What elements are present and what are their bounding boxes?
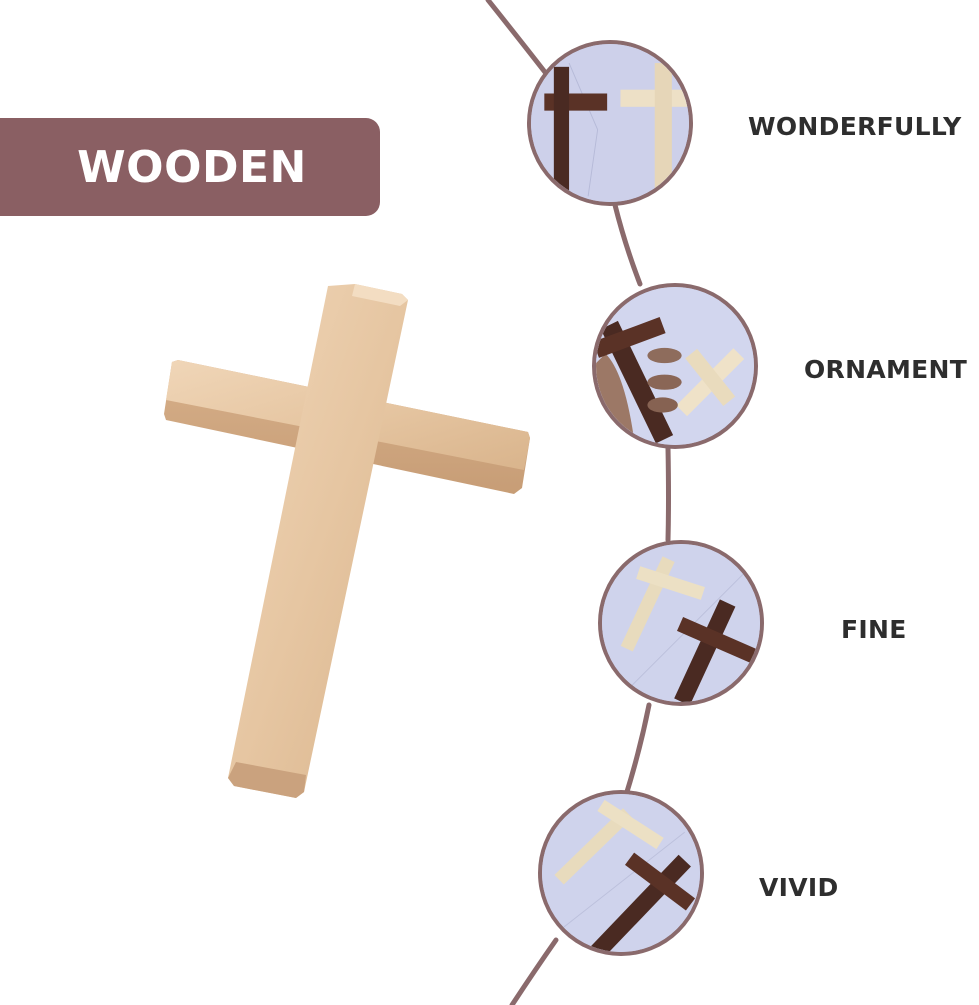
feature-thumb-ornament	[592, 283, 758, 449]
wooden-badge: WOODEN	[0, 118, 380, 216]
feature-thumb-wonderfully	[527, 40, 693, 206]
hero-cross-image	[164, 284, 530, 798]
feature-thumb-vivid	[538, 790, 704, 956]
feature-label-ornament: ORNAMENT	[804, 355, 968, 384]
feature-label-fine: FINE	[841, 615, 907, 644]
feature-label-vivid: VIVID	[759, 873, 839, 902]
feature-label-wonderfully: WONDERFULLY	[748, 112, 962, 141]
badge-label: WOODEN	[77, 141, 307, 193]
feature-thumb-fine	[598, 540, 764, 706]
